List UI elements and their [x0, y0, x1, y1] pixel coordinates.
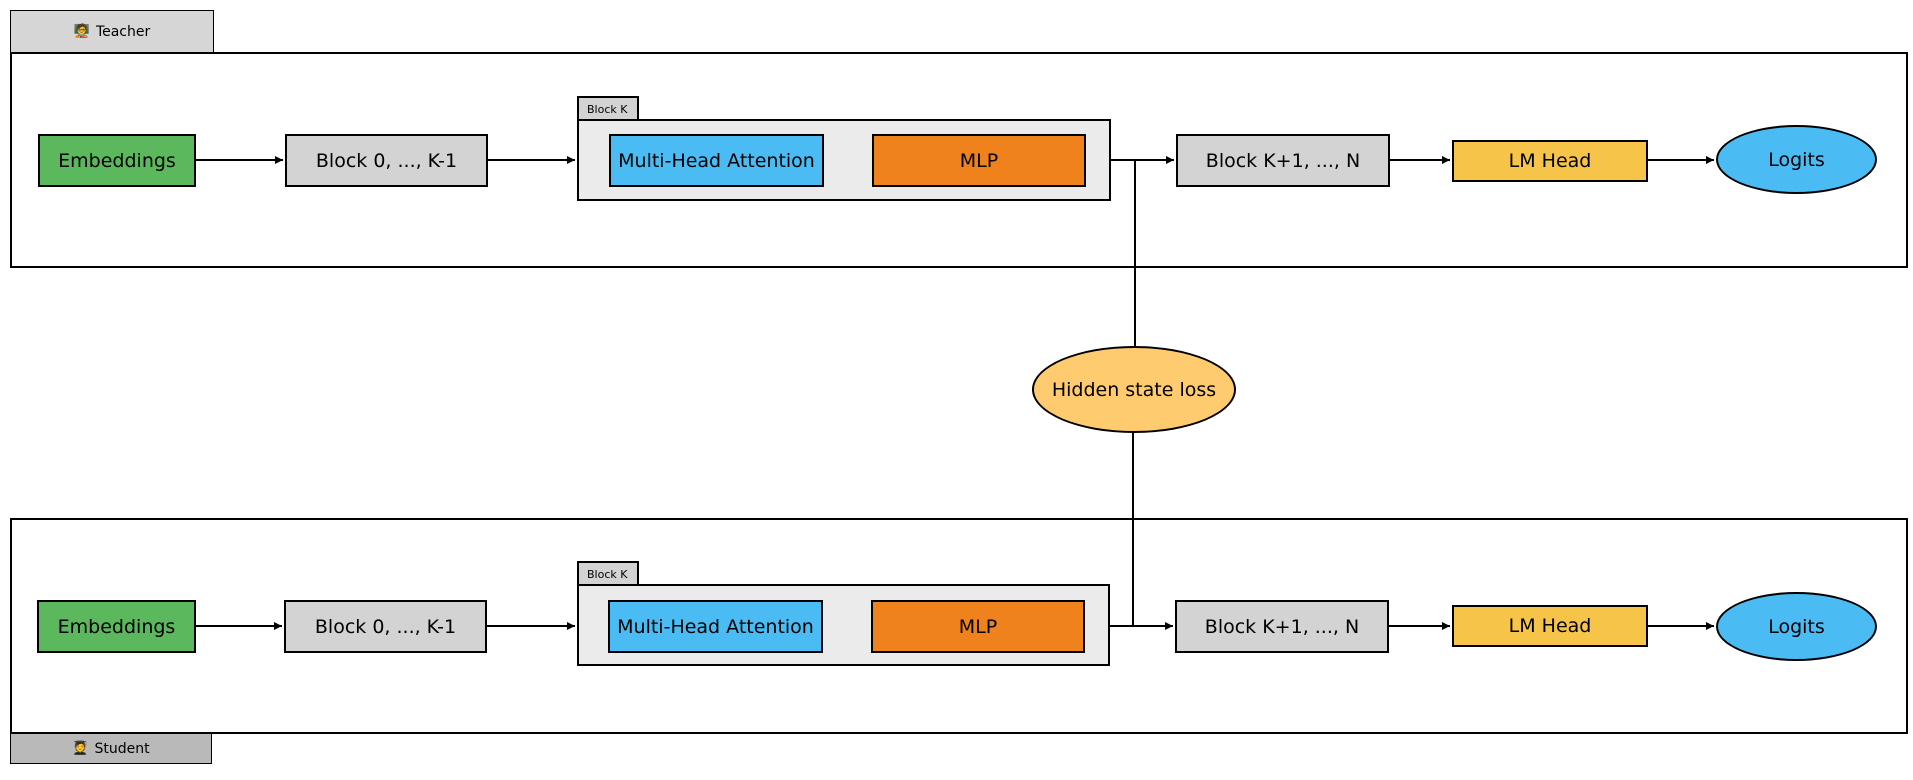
student-blocks-before-node: Block 0, ..., K-1	[284, 600, 487, 653]
teacher-attention-node: Multi-Head Attention	[609, 134, 824, 187]
teacher-tab-label: Teacher	[95, 23, 151, 40]
teacher-mlp-node: MLP	[872, 134, 1086, 187]
teacher-embeddings-node: Embeddings	[38, 134, 196, 187]
teacher-blocks-after-node: Block K+1, ..., N	[1176, 134, 1390, 187]
teacher-tab: 🧑‍🏫 Teacher	[10, 10, 214, 52]
teacher-block-k-tab: Block K	[577, 96, 639, 120]
student-mlp-node: MLP	[871, 600, 1085, 653]
teacher-lm-head-node: LM Head	[1452, 140, 1648, 182]
student-attention-node: Multi-Head Attention	[608, 600, 823, 653]
student-embeddings-node: Embeddings	[37, 600, 196, 653]
student-icon: 🧑‍🎓	[72, 741, 89, 756]
hidden-state-loss-node: Hidden state loss	[1032, 346, 1236, 433]
student-blocks-after-node: Block K+1, ..., N	[1175, 600, 1389, 653]
teacher-blocks-before-node: Block 0, ..., K-1	[285, 134, 488, 187]
teacher-icon: 🧑‍🏫	[73, 24, 90, 39]
student-tab-label: Student	[94, 740, 150, 757]
student-block-k-tab: Block K	[577, 561, 639, 585]
student-logits-node: Logits	[1716, 592, 1877, 661]
student-lm-head-node: LM Head	[1452, 605, 1648, 647]
student-tab: 🧑‍🎓 Student	[10, 734, 212, 764]
teacher-logits-node: Logits	[1716, 125, 1877, 194]
